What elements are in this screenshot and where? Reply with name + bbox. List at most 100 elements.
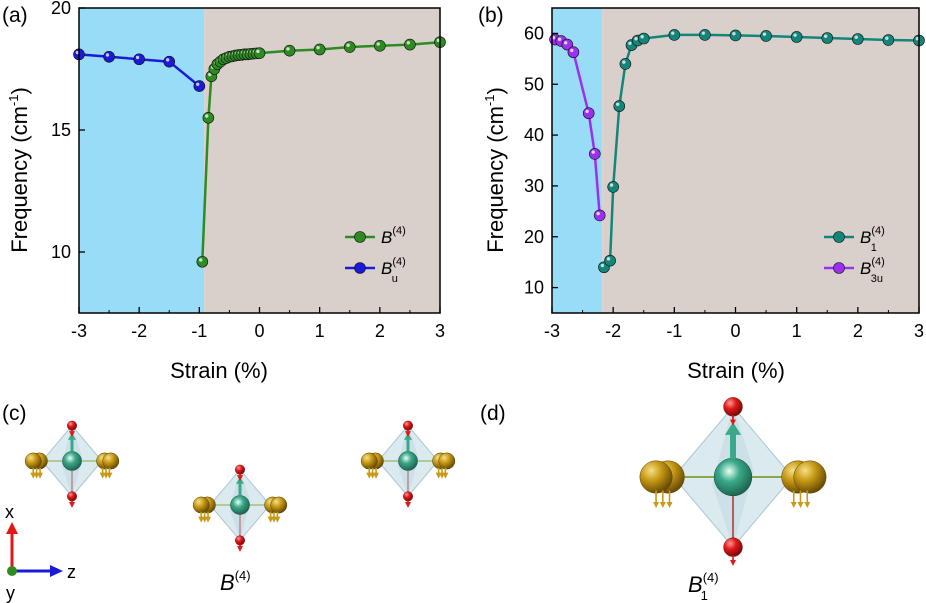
data-point: [163, 55, 176, 68]
octahedron-structure-c3: [360, 420, 456, 508]
metal-atom: [192, 496, 210, 514]
data-point-highlight: [640, 35, 644, 39]
metal-atom: [102, 452, 120, 470]
data-point-highlight: [628, 41, 632, 46]
data-point-highlight: [585, 109, 589, 114]
data-point: [760, 30, 772, 42]
octahedron-structure-c1: [24, 420, 120, 508]
data-point: [790, 31, 803, 43]
oxygen-atom: [723, 537, 743, 557]
data-point: [343, 41, 356, 53]
data-point: [404, 38, 416, 51]
data-point: [852, 33, 864, 45]
series-group-b: [549, 29, 925, 274]
ylabel-b: Frequency (cm-1): [482, 87, 508, 253]
center-displacement-arrow: [70, 439, 74, 452]
center-displacement-arrow: [406, 439, 410, 452]
data-point: [103, 50, 115, 63]
displacement-arrowhead: [730, 419, 736, 426]
metal-atom: [793, 460, 827, 494]
oxygen-atom: [235, 535, 245, 546]
y-tick-label: 50: [524, 74, 544, 94]
center-displacement-arrow: [238, 483, 242, 496]
x-tick-label: 0: [730, 321, 740, 341]
x-axis-label: x: [5, 502, 14, 522]
panel-label-b: (b): [478, 4, 504, 27]
metal-atom: [639, 460, 673, 494]
displacement-arrowhead: [274, 516, 281, 523]
y-tick-label: 10: [51, 242, 71, 262]
displacement-arrowhead: [106, 472, 113, 479]
displacement-arrowhead: [790, 502, 797, 508]
data-point-highlight: [165, 58, 170, 62]
x-tick-label: 3: [435, 321, 445, 341]
x-tick-label: 3: [914, 321, 924, 341]
data-point: [607, 181, 619, 193]
legend-marker: [354, 262, 366, 274]
shaded-region-left-b: [552, 8, 603, 313]
data-point-highlight: [701, 31, 706, 35]
data-point-highlight: [622, 60, 626, 64]
coordinate-axes: x z y: [5, 502, 76, 603]
data-point: [283, 44, 296, 57]
x-tick-label: -3: [544, 321, 560, 341]
caption-d: B(4)1: [688, 570, 719, 603]
y-tick-label: 40: [524, 125, 544, 145]
data-point-highlight: [286, 47, 290, 51]
x-tick-label: 1: [792, 321, 802, 341]
data-point: [613, 100, 626, 112]
center-atom: [62, 451, 82, 471]
oxygen-atom: [403, 420, 413, 431]
data-point-highlight: [196, 82, 200, 86]
data-point-highlight: [600, 263, 605, 268]
oxygen-atom: [235, 464, 245, 475]
z-axis-label: z: [67, 562, 76, 582]
oxygen-atom: [67, 491, 77, 502]
data-point-highlight: [732, 31, 736, 36]
data-point-highlight: [609, 183, 614, 187]
data-point: [582, 107, 595, 120]
data-point: [668, 29, 681, 41]
y-axis-label: y: [6, 583, 15, 603]
x-tick-label: 0: [254, 321, 264, 341]
legend-a: B(4)B(4)u: [345, 225, 406, 285]
data-point-highlight: [406, 41, 411, 45]
data-point: [196, 255, 209, 268]
data-point-highlight: [634, 37, 638, 41]
x-tick-label: -3: [71, 321, 87, 341]
data-point: [193, 80, 206, 92]
displacement-arrowhead: [237, 545, 243, 552]
data-point-highlight: [671, 31, 675, 35]
shaded-region-left-a: [79, 8, 205, 313]
data-point-highlight: [256, 49, 260, 54]
data-point: [567, 46, 580, 59]
x-tick-label: -2: [605, 321, 621, 341]
center-displacement-arrow: [730, 433, 736, 459]
data-point-highlight: [436, 38, 441, 43]
center-displacement-arrowhead: [724, 422, 742, 435]
center-atom: [398, 451, 418, 471]
data-point-highlight: [316, 45, 320, 50]
metal-atom: [270, 496, 288, 514]
data-point: [313, 43, 326, 56]
metal-atom: [438, 452, 456, 470]
data-point: [821, 32, 834, 44]
y-tick-label: 15: [51, 120, 71, 140]
x-axis-arrowhead: [6, 522, 18, 534]
panel-d: (d) B(4)1: [480, 397, 827, 603]
data-point-highlight: [793, 33, 797, 37]
oxygen-atom: [403, 491, 413, 502]
data-point: [637, 32, 650, 45]
x-tick-label: 1: [315, 321, 325, 341]
panel-label-a: (a): [2, 4, 28, 27]
metal-atom: [24, 452, 42, 470]
center-atom: [713, 457, 753, 497]
x-tick-label: -2: [131, 321, 147, 341]
data-point: [882, 34, 895, 46]
data-point: [604, 254, 616, 267]
data-point: [202, 112, 215, 124]
data-point: [253, 47, 266, 59]
